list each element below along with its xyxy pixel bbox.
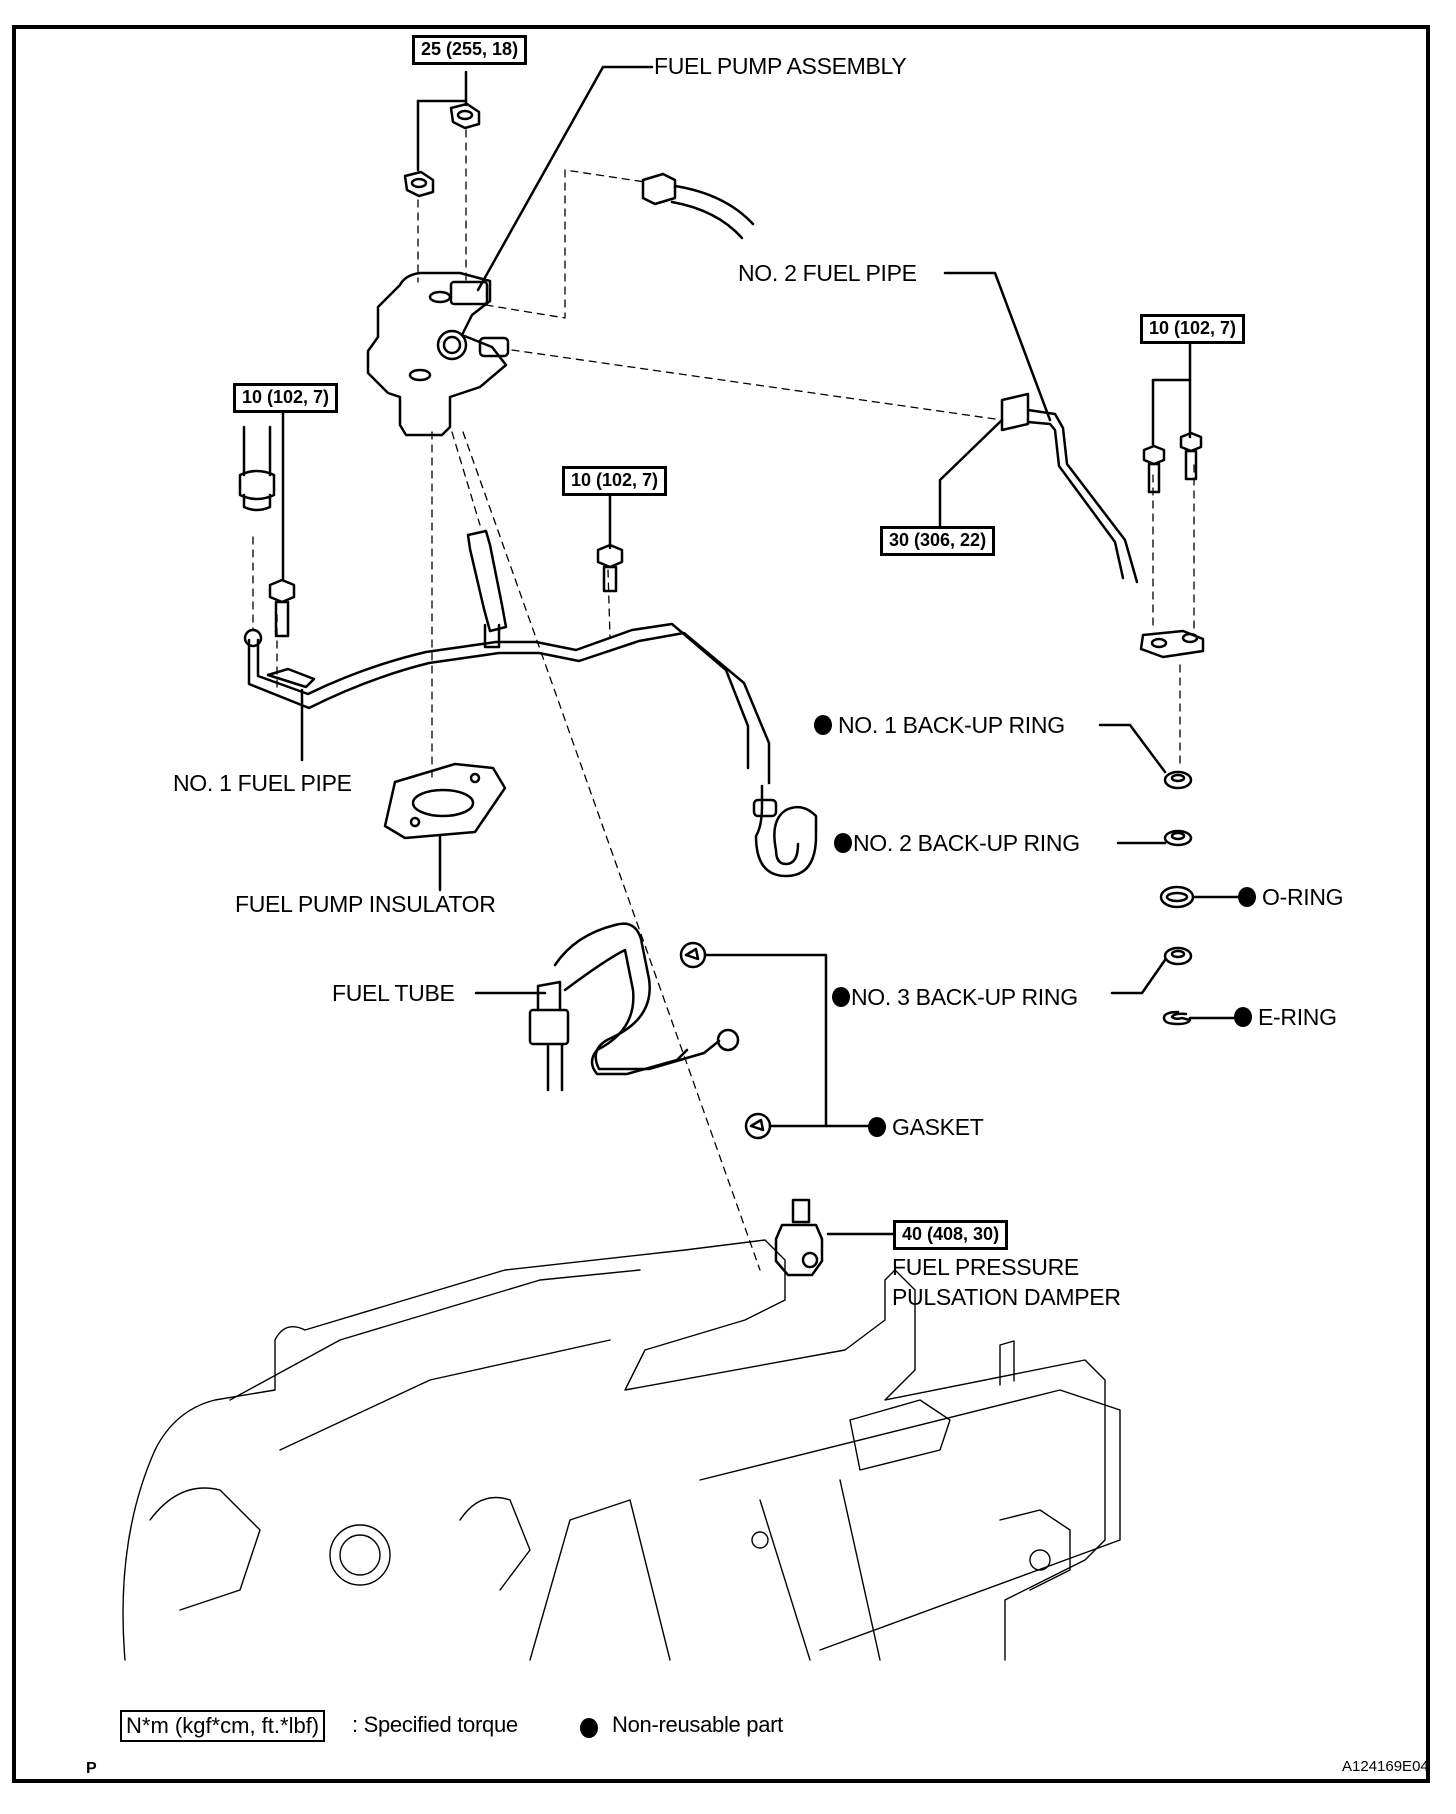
no2-backup-ring-icon bbox=[1163, 829, 1193, 847]
label-no1-fuel-pipe: NO. 1 FUEL PIPE bbox=[173, 770, 352, 796]
o-ring-icon bbox=[1159, 885, 1195, 909]
label-o-ring: O-RING bbox=[1238, 886, 1344, 909]
label-fuel-pump-assembly: FUEL PUMP ASSEMBLY bbox=[654, 53, 907, 79]
label-no2-backup-ring: NO. 2 BACK-UP RING bbox=[834, 832, 1080, 855]
label-no2-fuel-pipe: NO. 2 FUEL PIPE bbox=[738, 260, 917, 286]
non-reusable-dot-icon bbox=[1234, 1007, 1252, 1027]
label-fuel-pump-insulator: FUEL PUMP INSULATOR bbox=[235, 891, 496, 917]
gasket-lower-icon bbox=[744, 1112, 772, 1140]
figure-id: A124169E04 bbox=[1342, 1758, 1429, 1775]
fuel-pump-assembly-drawing bbox=[366, 271, 510, 437]
no3-backup-ring-icon bbox=[1163, 946, 1193, 966]
non-reusable-dot-icon bbox=[832, 987, 850, 1007]
no1-backup-ring-icon bbox=[1163, 770, 1193, 790]
flange-nut-icon bbox=[449, 102, 481, 130]
fuel-hose-end-drawing bbox=[641, 172, 755, 240]
label-fuel-tube: FUEL TUBE bbox=[332, 980, 455, 1006]
torque-spec-pump-nuts: 25 (255, 18) bbox=[412, 35, 528, 65]
torque-spec-damper: 40 (408, 30) bbox=[893, 1220, 1009, 1250]
e-ring-icon bbox=[1162, 1010, 1192, 1026]
fuel-hose-stub-drawing bbox=[238, 425, 276, 512]
bolt-icon bbox=[1179, 431, 1203, 481]
flange-nut-icon bbox=[403, 170, 435, 198]
torque-spec-no1-pipe-left: 10 (102, 7) bbox=[233, 383, 339, 413]
label-e-ring: E-RING bbox=[1234, 1006, 1337, 1029]
torque-spec-no1-pipe-center: 10 (102, 7) bbox=[562, 466, 668, 496]
torque-spec-no2-pipe-bolts: 10 (102, 7) bbox=[1140, 314, 1246, 344]
fuel-tube-drawing bbox=[528, 922, 740, 1092]
legend-torque-unit-box: N*m (kgf*cm, ft.*lbf) bbox=[120, 1710, 326, 1743]
bolt-icon bbox=[268, 578, 296, 638]
no1-fuel-pipe-drawing bbox=[243, 622, 818, 878]
diagram-frame bbox=[12, 25, 1430, 1783]
leader-gasket bbox=[703, 953, 828, 1128]
bolt-icon bbox=[596, 543, 624, 593]
non-reusable-dot-icon bbox=[868, 1117, 886, 1137]
engine-block-drawing bbox=[122, 1239, 1121, 1661]
label-gasket: GASKET bbox=[868, 1116, 984, 1139]
torque-spec-no2-pipe-union: 30 (306, 22) bbox=[880, 526, 996, 556]
non-reusable-dot-icon bbox=[834, 833, 852, 853]
leader-torque-no2-bolts bbox=[1151, 338, 1192, 447]
leader-no2-fuel-pipe bbox=[943, 271, 1052, 422]
leader-no1-backup-ring bbox=[1098, 723, 1167, 774]
no2-fuel-pipe-drawing bbox=[1000, 392, 1205, 659]
fuel-pump-insulator-drawing bbox=[383, 762, 507, 840]
non-reusable-dot-icon bbox=[1238, 887, 1256, 907]
label-no1-backup-ring: NO. 1 BACK-UP RING bbox=[814, 714, 1065, 737]
fuel-pressure-pulsation-damper-drawing bbox=[774, 1198, 824, 1277]
leader-torque-pump-nuts bbox=[416, 70, 468, 172]
leader-torque-union bbox=[938, 418, 1004, 532]
non-reusable-dot-icon bbox=[814, 715, 832, 735]
pump-lifter-drawing bbox=[466, 529, 508, 649]
leader-fuel-pump-assembly bbox=[476, 65, 654, 292]
leader-no3-backup-ring bbox=[1110, 958, 1167, 995]
legend-non-reusable-desc: Non-reusable part bbox=[612, 1712, 783, 1737]
bolt-icon bbox=[1142, 444, 1166, 494]
label-damper-line2: PULSATION DAMPER bbox=[892, 1284, 1121, 1310]
alignment-lines bbox=[252, 129, 1195, 1271]
legend-non-reusable-dot-icon bbox=[580, 1718, 598, 1738]
gasket-upper-icon bbox=[679, 941, 707, 969]
legend-torque-desc: : Specified torque bbox=[352, 1712, 518, 1737]
label-no3-backup-ring: NO. 3 BACK-UP RING bbox=[832, 986, 1078, 1009]
corner-mark: P bbox=[86, 1760, 97, 1777]
label-damper-line1: FUEL PRESSURE bbox=[892, 1254, 1079, 1280]
